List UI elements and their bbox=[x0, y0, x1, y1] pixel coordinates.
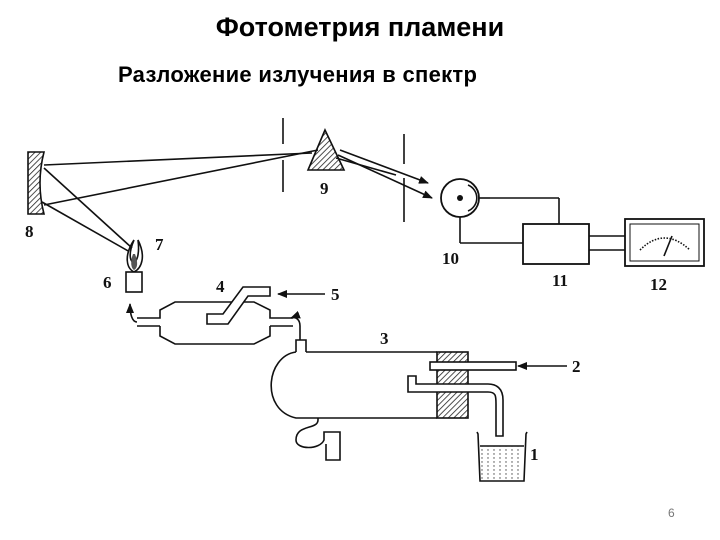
prism bbox=[306, 128, 346, 171]
amplifier bbox=[522, 223, 625, 265]
atomizer-chamber bbox=[270, 339, 517, 461]
label-8: 8 bbox=[25, 222, 34, 241]
label-11: 11 bbox=[552, 271, 568, 290]
label-6: 6 bbox=[103, 273, 112, 292]
label-10: 10 bbox=[442, 249, 459, 268]
label-1: 1 bbox=[530, 445, 539, 464]
light-rays bbox=[41, 149, 433, 253]
label-9: 9 bbox=[320, 179, 329, 198]
label-2: 2 bbox=[572, 357, 581, 376]
galvanometer bbox=[624, 218, 705, 267]
concave-mirror bbox=[27, 151, 46, 215]
mixing-chamber bbox=[126, 286, 301, 345]
photodetector bbox=[440, 178, 560, 244]
label-4: 4 bbox=[216, 277, 225, 296]
label-7: 7 bbox=[155, 235, 164, 254]
label-12: 12 bbox=[650, 275, 667, 294]
slide-subtitle: Разложение излучения в спектр bbox=[118, 62, 478, 87]
label-5: 5 bbox=[331, 285, 340, 304]
sample-beaker bbox=[476, 431, 528, 482]
slide-title: Фотометрия пламени bbox=[215, 12, 505, 42]
page-number: 6 bbox=[668, 506, 675, 520]
burner-flame bbox=[125, 239, 144, 293]
label-3: 3 bbox=[380, 329, 389, 348]
